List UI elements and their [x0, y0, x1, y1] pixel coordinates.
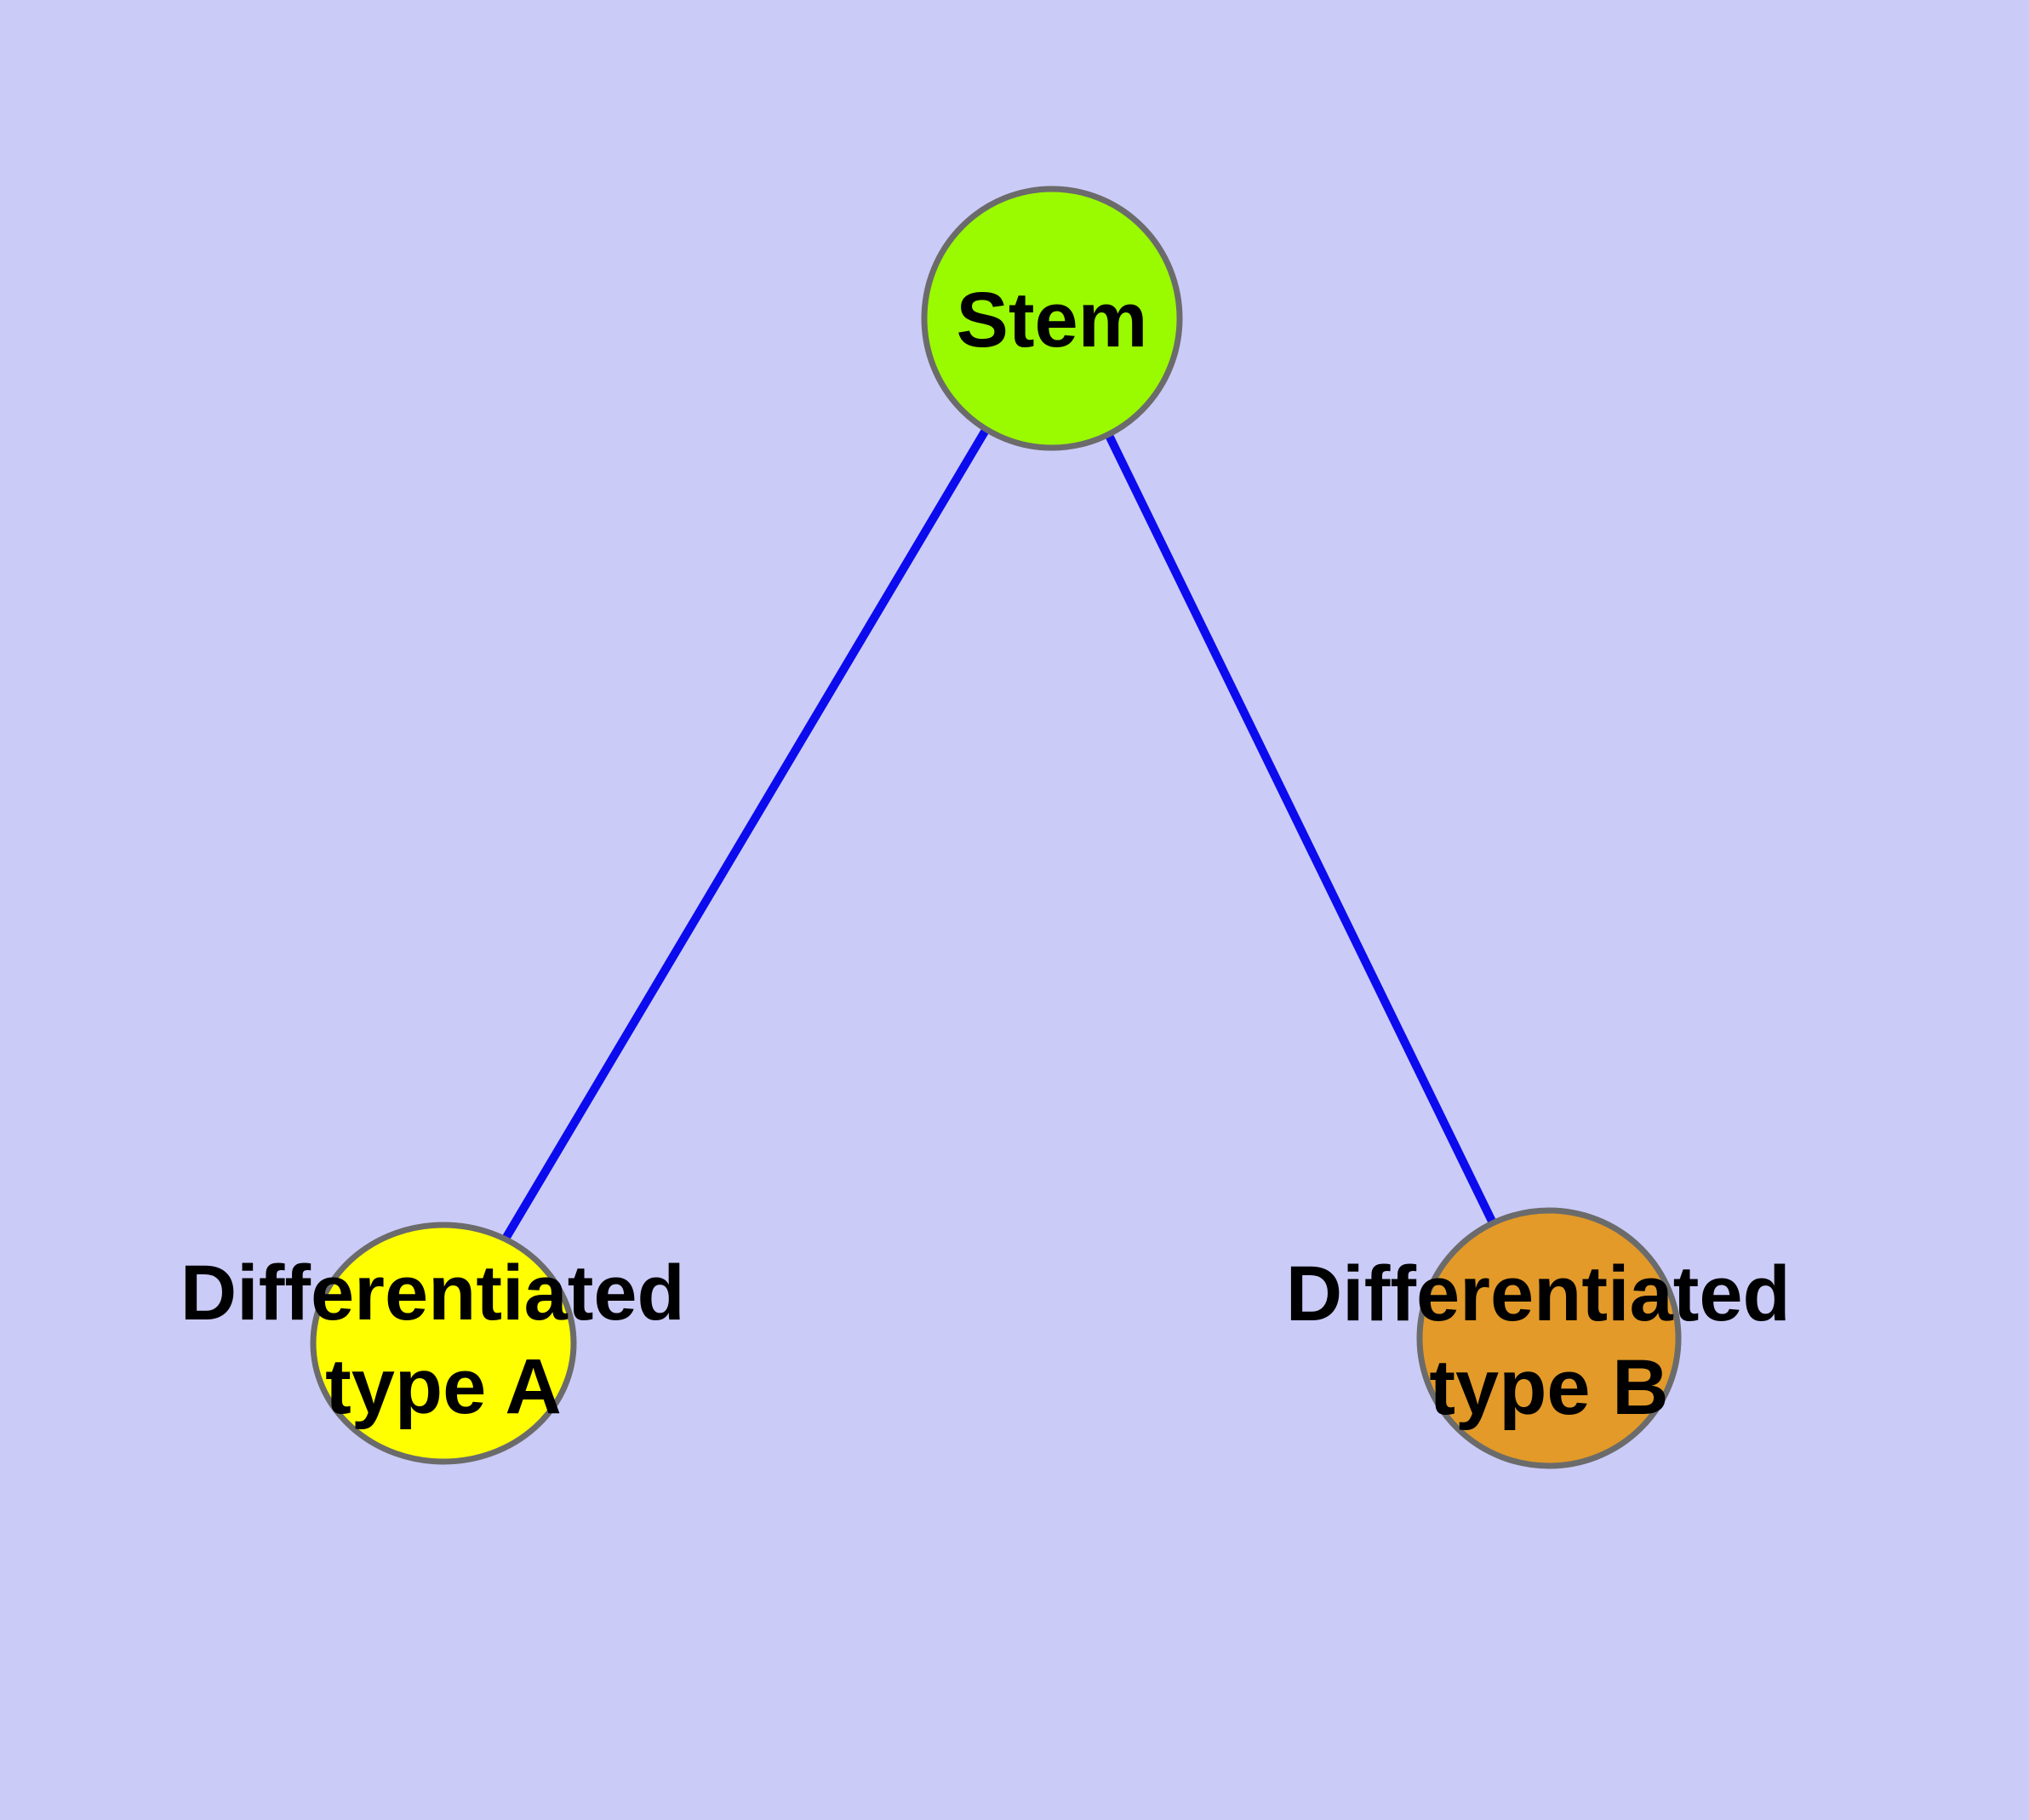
node-type-a-label-line2: type A	[325, 1343, 562, 1430]
edge-stem-to-type-b	[1048, 316, 1553, 1341]
node-type-b: Differentiated type B	[1286, 1207, 1813, 1469]
node-type-b-circle	[1416, 1207, 1682, 1469]
node-type-b-label-line1: Differentiated	[1286, 1251, 1791, 1337]
node-stem-label: Stem	[957, 277, 1148, 363]
node-type-b-label-line2: type B	[1429, 1344, 1668, 1431]
node-type-b-label: Differentiated type B	[1286, 1251, 1813, 1431]
node-type-a-circle	[310, 1222, 577, 1465]
node-stem-circle	[921, 186, 1183, 451]
node-type-a: Differentiated type A	[180, 1222, 707, 1465]
node-type-a-label-line1: Differentiated	[180, 1250, 685, 1336]
node-type-a-label: Differentiated type A	[180, 1250, 707, 1430]
node-stem: Stem	[921, 186, 1183, 451]
edge-stem-to-type-a	[439, 316, 1056, 1346]
